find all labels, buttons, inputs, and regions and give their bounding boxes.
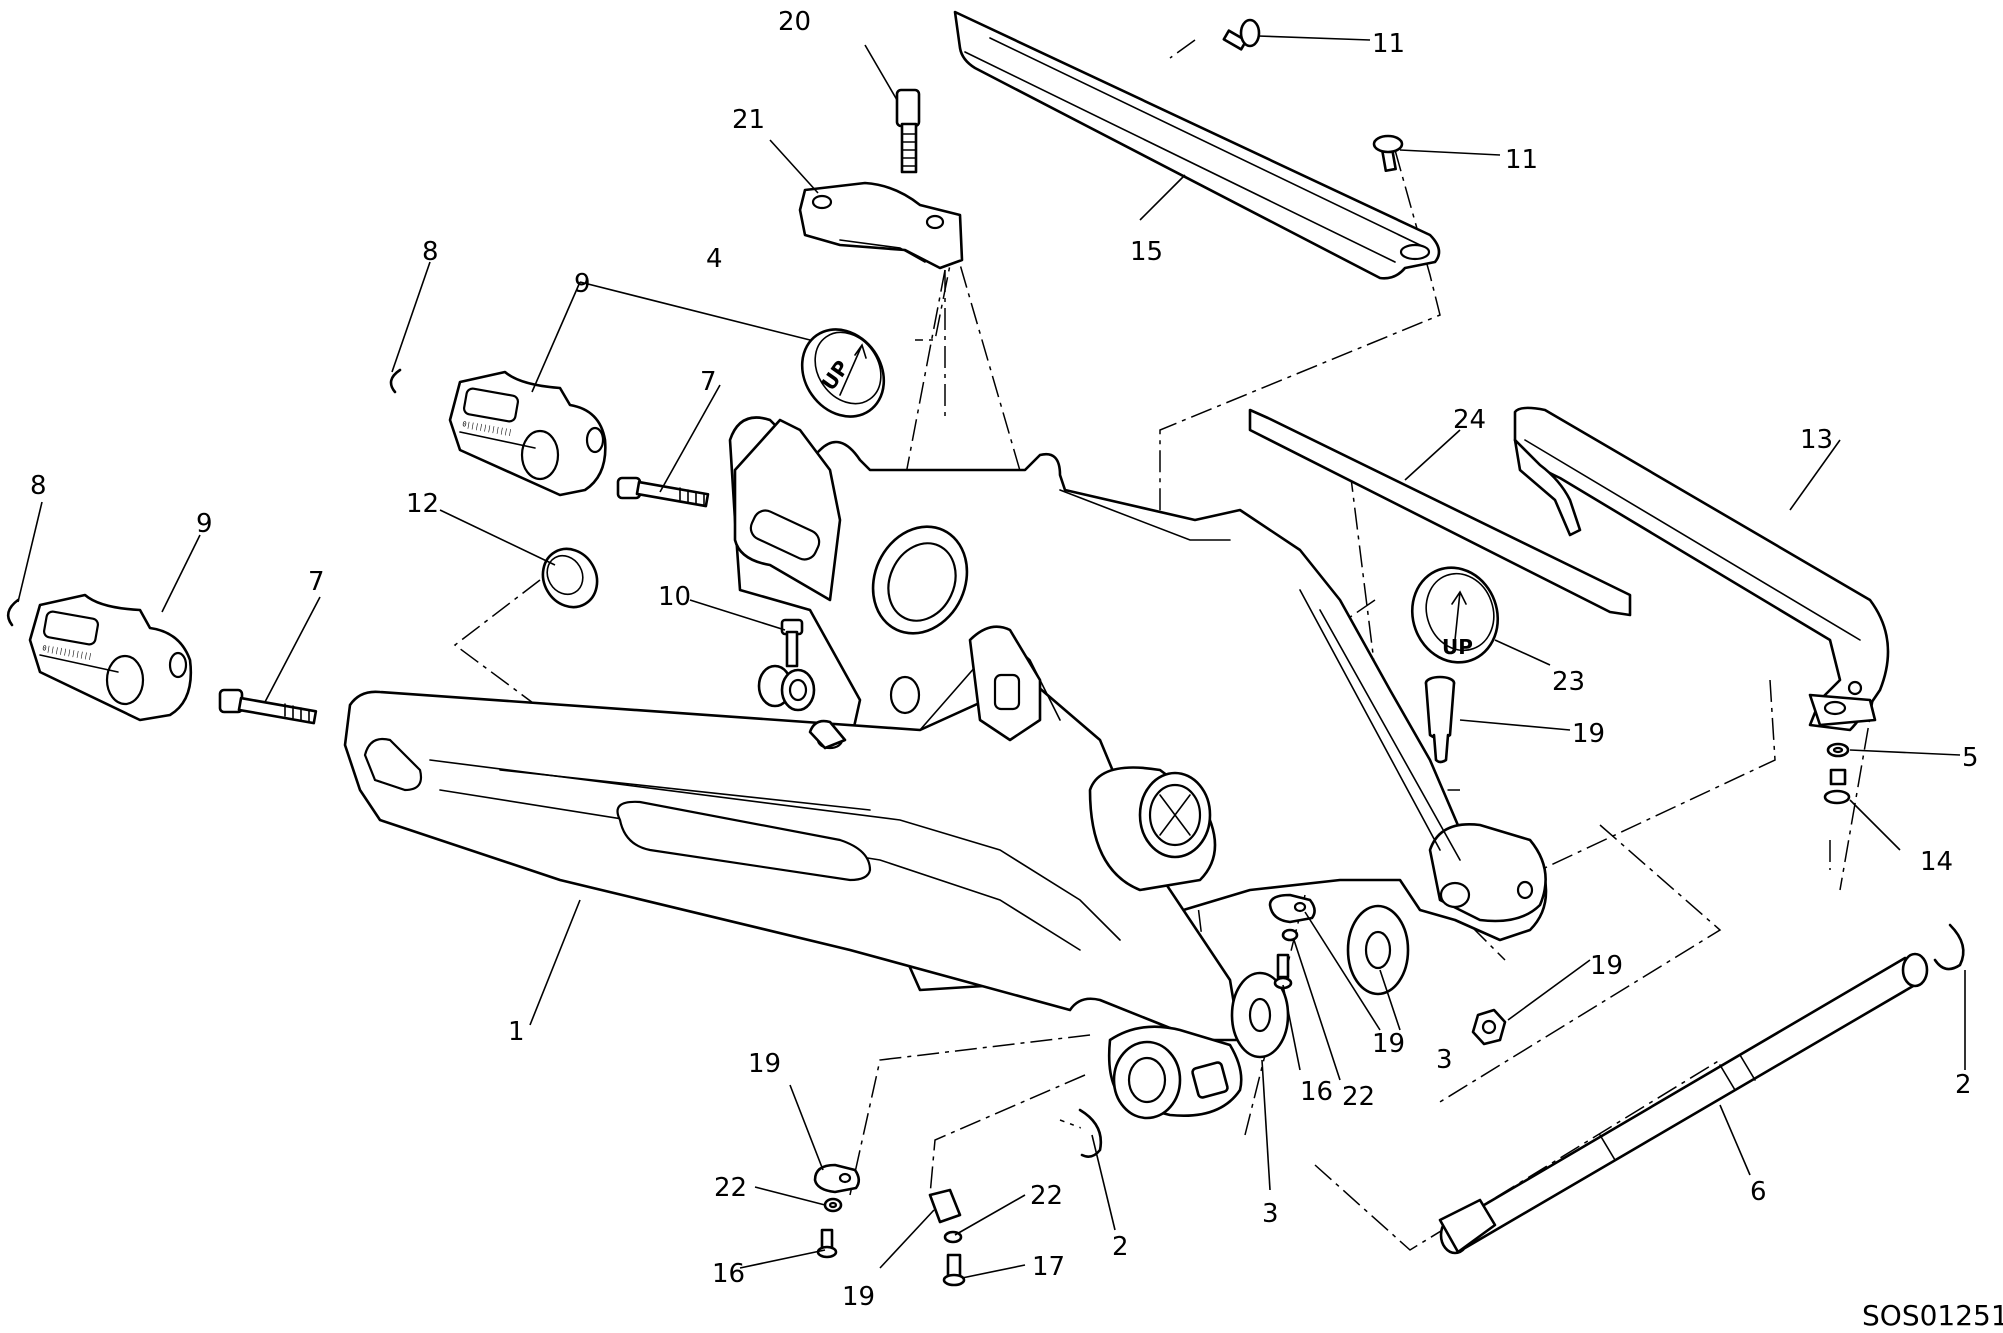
cable-clip-lower-middle [928,1188,966,1287]
callout-16-bottom: 17 [1032,1252,1065,1282]
guard-pad-strip [1248,408,1632,617]
callout-8-lower: 8 [30,471,47,501]
callout-15: 15 [1130,237,1163,267]
axle-circlips [1078,923,1965,1158]
callout-9-lower: 9 [196,509,213,539]
swingarm [343,416,1548,1120]
guard-screws [1222,18,1404,173]
pivot-spacers [1230,904,1410,1059]
callout-22-middle: 22 [1342,1082,1375,1112]
lower-up-cap: UP [1410,566,1500,664]
callout-24: 24 [1453,405,1486,435]
callout-11-top: 11 [1372,29,1405,59]
callout-21: 21 [732,105,765,135]
upper-chain-adjuster: 0||||||||||| [389,368,710,508]
callout-19-middle: 19 [1372,1029,1405,1059]
callout-9-upper: 9 [574,269,591,299]
callout-20: 20 [778,7,811,37]
callout-18: 19 [1572,719,1605,749]
callout-4: 4 [706,244,723,274]
clamp-bolt-bushing [757,618,816,712]
callout-22-bottom: 22 [1030,1181,1063,1211]
upper-chain-guard [953,10,1441,280]
callout-3-right: 3 [1436,1045,1453,1075]
callout-14: 14 [1920,847,1953,877]
drawing-code: SOS01251 [1862,1299,2003,1332]
guard-washer-screw [1823,742,1851,805]
callout-11-bottom: 11 [1505,145,1538,175]
callout-2-left: 2 [1112,1232,1129,1262]
pivot-axle [1438,952,1929,1255]
callout-16-left: 16 [712,1259,745,1289]
up-stamp-text-lower: UP [1442,635,1473,659]
upper-bracket-bolt [798,88,964,270]
callout-1: 1 [508,1017,525,1047]
callout-22-left: 22 [714,1173,747,1203]
callout-8-upper: 8 [422,237,439,267]
callout-13: 13 [1800,425,1833,455]
callout-19-bottom: 19 [842,1282,875,1312]
callout-6: 6 [1750,1177,1767,1207]
upper-up-cap: UP [800,328,886,418]
callout-17: 19 [1590,951,1623,981]
callout-23: 23 [1552,667,1585,697]
rubber-plug [541,547,599,609]
axle-nut [1471,1008,1507,1046]
callout-leaders [17,35,1966,1279]
callout-19-left: 19 [748,1049,781,1079]
callout-16-middle: 16 [1300,1077,1333,1107]
callout-7-upper: 7 [700,367,717,397]
cable-clip-middle [1268,893,1316,990]
cable-clip-lower-left [813,1163,861,1259]
callout-3-left: 3 [1262,1199,1279,1229]
callout-5: 5 [1962,743,1979,773]
callout-12: 12 [406,489,439,519]
pivot-sleeve [1424,675,1456,764]
callout-labels: 20 21 4 11 11 15 8 9 7 8 9 7 12 10 24 13… [30,7,2003,1332]
callout-2-right: 2 [1955,1070,1972,1100]
lower-chain-guard [1513,406,1890,732]
callout-7-lower: 7 [308,567,325,597]
callout-10: 10 [658,582,691,612]
lower-chain-adjuster: 0||||||||||| [6,593,318,725]
